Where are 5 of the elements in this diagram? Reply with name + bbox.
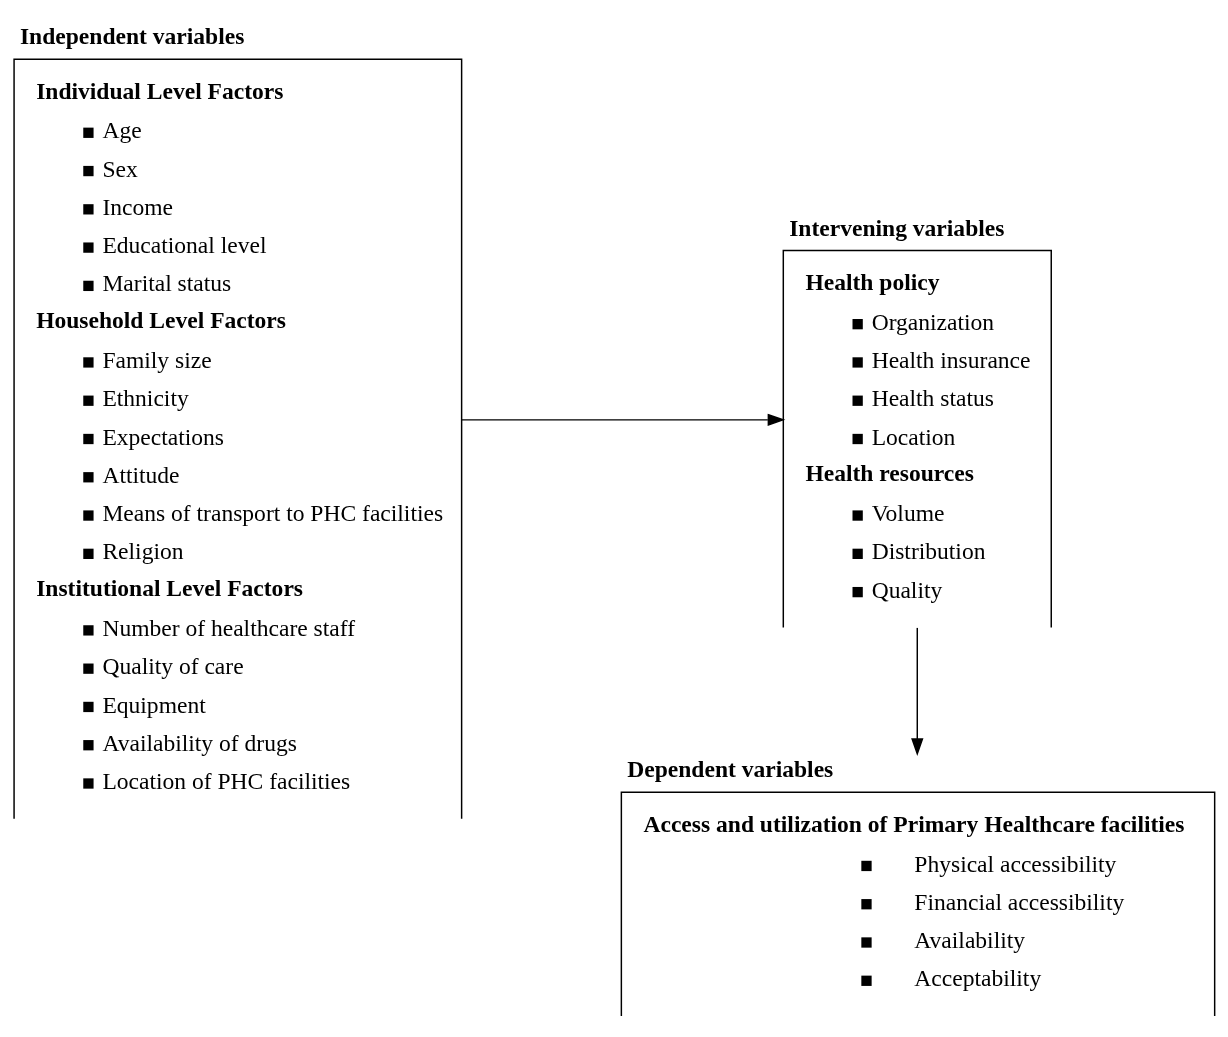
node-text: Dependent variables Access and utilization of Primary Healthcare facilities Physical accessibility Financial accessibility Availability Acceptability xyxy=(627,756,1185,992)
node-text: Independent variables Individual Level Factors Age Sex Income Educational level Marital status Household Level Factors Family size Ethnicity Expectations Attitude Means of transport to PHC facilities Religion Institutional Level Factors Number of healthcare staff Quality of care Equipment Availability of drugs Location of PHC facilities xyxy=(19,23,444,795)
arrow xyxy=(461,413,786,427)
node-text: Intervening variables Health policy Organization Health insurance Health status Location Health resources Volume Distribution Quality xyxy=(789,214,1031,603)
arrow xyxy=(911,627,924,756)
